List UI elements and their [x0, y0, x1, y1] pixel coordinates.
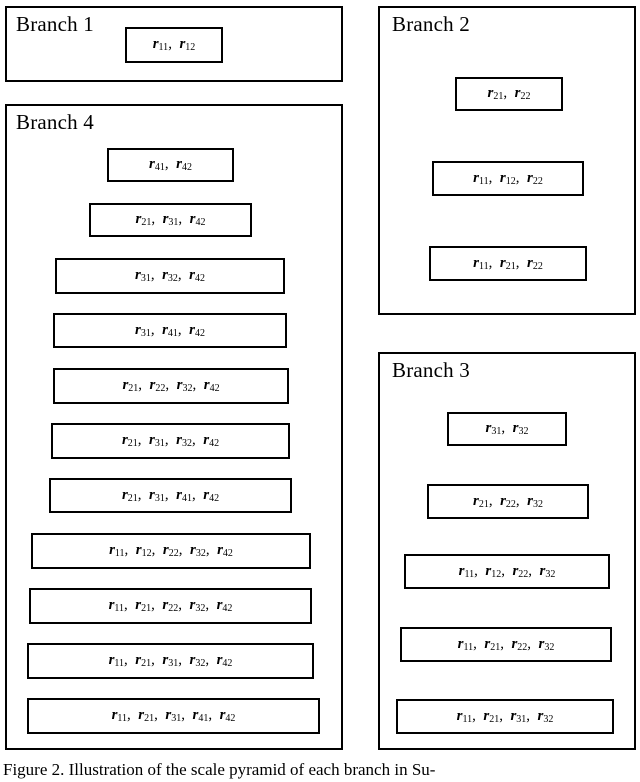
- scale-box-label: r11, r21, r31, r32, r42: [108, 652, 233, 670]
- scale-box-label: r21, r31, r42: [135, 211, 206, 229]
- scale-box: r11, r21, r22, r32, r42: [29, 588, 312, 624]
- scale-box: r21, r22: [455, 77, 563, 111]
- branch-1-title: Branch 1: [16, 12, 94, 36]
- scale-box: r21, r31, r41, r42: [49, 478, 292, 513]
- branch-3-title: Branch 3: [392, 358, 470, 382]
- branch-2-title: Branch 2: [392, 12, 470, 36]
- scale-box-label: r41, r42: [149, 156, 192, 174]
- scale-box: r11, r21, r31, r32: [396, 699, 614, 734]
- scale-box: r11, r12, r22: [432, 161, 584, 196]
- scale-box: r31, r32: [447, 412, 567, 446]
- scale-box: r11, r12: [125, 27, 223, 63]
- scale-box-label: r11, r21, r31, r32: [456, 707, 554, 725]
- scale-box: r11, r12, r22, r32: [404, 554, 610, 589]
- scale-box: r21, r22, r32, r42: [53, 368, 289, 404]
- branch-2-container: [378, 6, 636, 315]
- scale-box-label: r11, r12, r22, r32: [458, 562, 556, 580]
- scale-box: r31, r32, r42: [55, 258, 285, 294]
- scale-box-label: r11, r21, r22, r32, r42: [108, 597, 233, 615]
- scale-box-label: r11, r21, r31, r41, r42: [111, 707, 236, 725]
- scale-box-label: r31, r41, r42: [134, 321, 206, 339]
- scale-box: r11, r21, r31, r32, r42: [27, 643, 314, 679]
- scale-box-label: r11, r12: [152, 36, 196, 54]
- scale-box-label: r21, r22, r32, r42: [122, 377, 220, 395]
- scale-box: r31, r41, r42: [53, 313, 287, 348]
- scale-box: r21, r31, r42: [89, 203, 252, 237]
- scale-box-label: r11, r12, r22: [473, 169, 543, 187]
- scale-box: r11, r12, r22, r32, r42: [31, 533, 311, 569]
- figure-caption: Figure 2. Illustration of the scale pyra…: [3, 760, 436, 779]
- scale-box-label: r11, r12, r22, r32, r42: [109, 542, 233, 560]
- scale-box-label: r21, r22: [487, 85, 531, 103]
- scale-box: r41, r42: [107, 148, 234, 182]
- scale-box-label: r31, r32, r42: [134, 267, 206, 285]
- scale-box-label: r11, r21, r22: [473, 254, 543, 272]
- scale-box-label: r31, r32: [485, 420, 529, 438]
- scale-box-label: r21, r31, r41, r42: [121, 486, 220, 504]
- scale-box: r21, r31, r32, r42: [51, 423, 290, 459]
- scale-box: r11, r21, r22: [429, 246, 587, 281]
- scale-box: r11, r21, r22, r32: [400, 627, 612, 662]
- branch-4-title: Branch 4: [16, 110, 94, 134]
- scale-box: r11, r21, r31, r41, r42: [27, 698, 320, 734]
- scale-box-label: r11, r21, r22, r32: [457, 635, 555, 653]
- scale-box: r21, r22, r32: [427, 484, 589, 519]
- scale-box-label: r21, r31, r32, r42: [121, 432, 220, 450]
- scale-box-label: r21, r22, r32: [472, 492, 544, 510]
